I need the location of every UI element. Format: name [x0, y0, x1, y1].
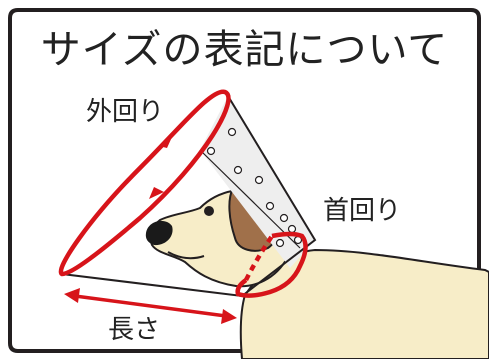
- cone-lace-holes: [206, 127, 303, 248]
- frame-border: [8, 8, 481, 353]
- outer-arrow-upper: [159, 137, 172, 148]
- neck-circumference-loop: [235, 231, 308, 298]
- length-arrowhead-right: [221, 309, 237, 324]
- dog-nose: [145, 220, 173, 246]
- dog-eye: [204, 206, 214, 216]
- diagram-title: サイズの表記について: [40, 27, 449, 73]
- neck-loop-dashed: [243, 234, 274, 282]
- elizabethan-collar-icon: [61, 95, 317, 298]
- outer-circumference-loop: [58, 89, 231, 277]
- cone-inner-edge: [199, 149, 301, 249]
- dog-with-cone-icon: [145, 180, 489, 360]
- cone-outline: [61, 95, 317, 298]
- length-arrowhead-left: [64, 288, 80, 303]
- outer-circumference-label: 外回り: [86, 97, 165, 127]
- neck-circumference-label: 首回り: [323, 196, 402, 226]
- length-label: 長さ: [108, 315, 161, 345]
- neck-loop-solid: [235, 231, 308, 298]
- length-arrow: [64, 288, 237, 324]
- dog-mouth: [167, 251, 205, 260]
- outer-arrow-lower: [149, 187, 164, 199]
